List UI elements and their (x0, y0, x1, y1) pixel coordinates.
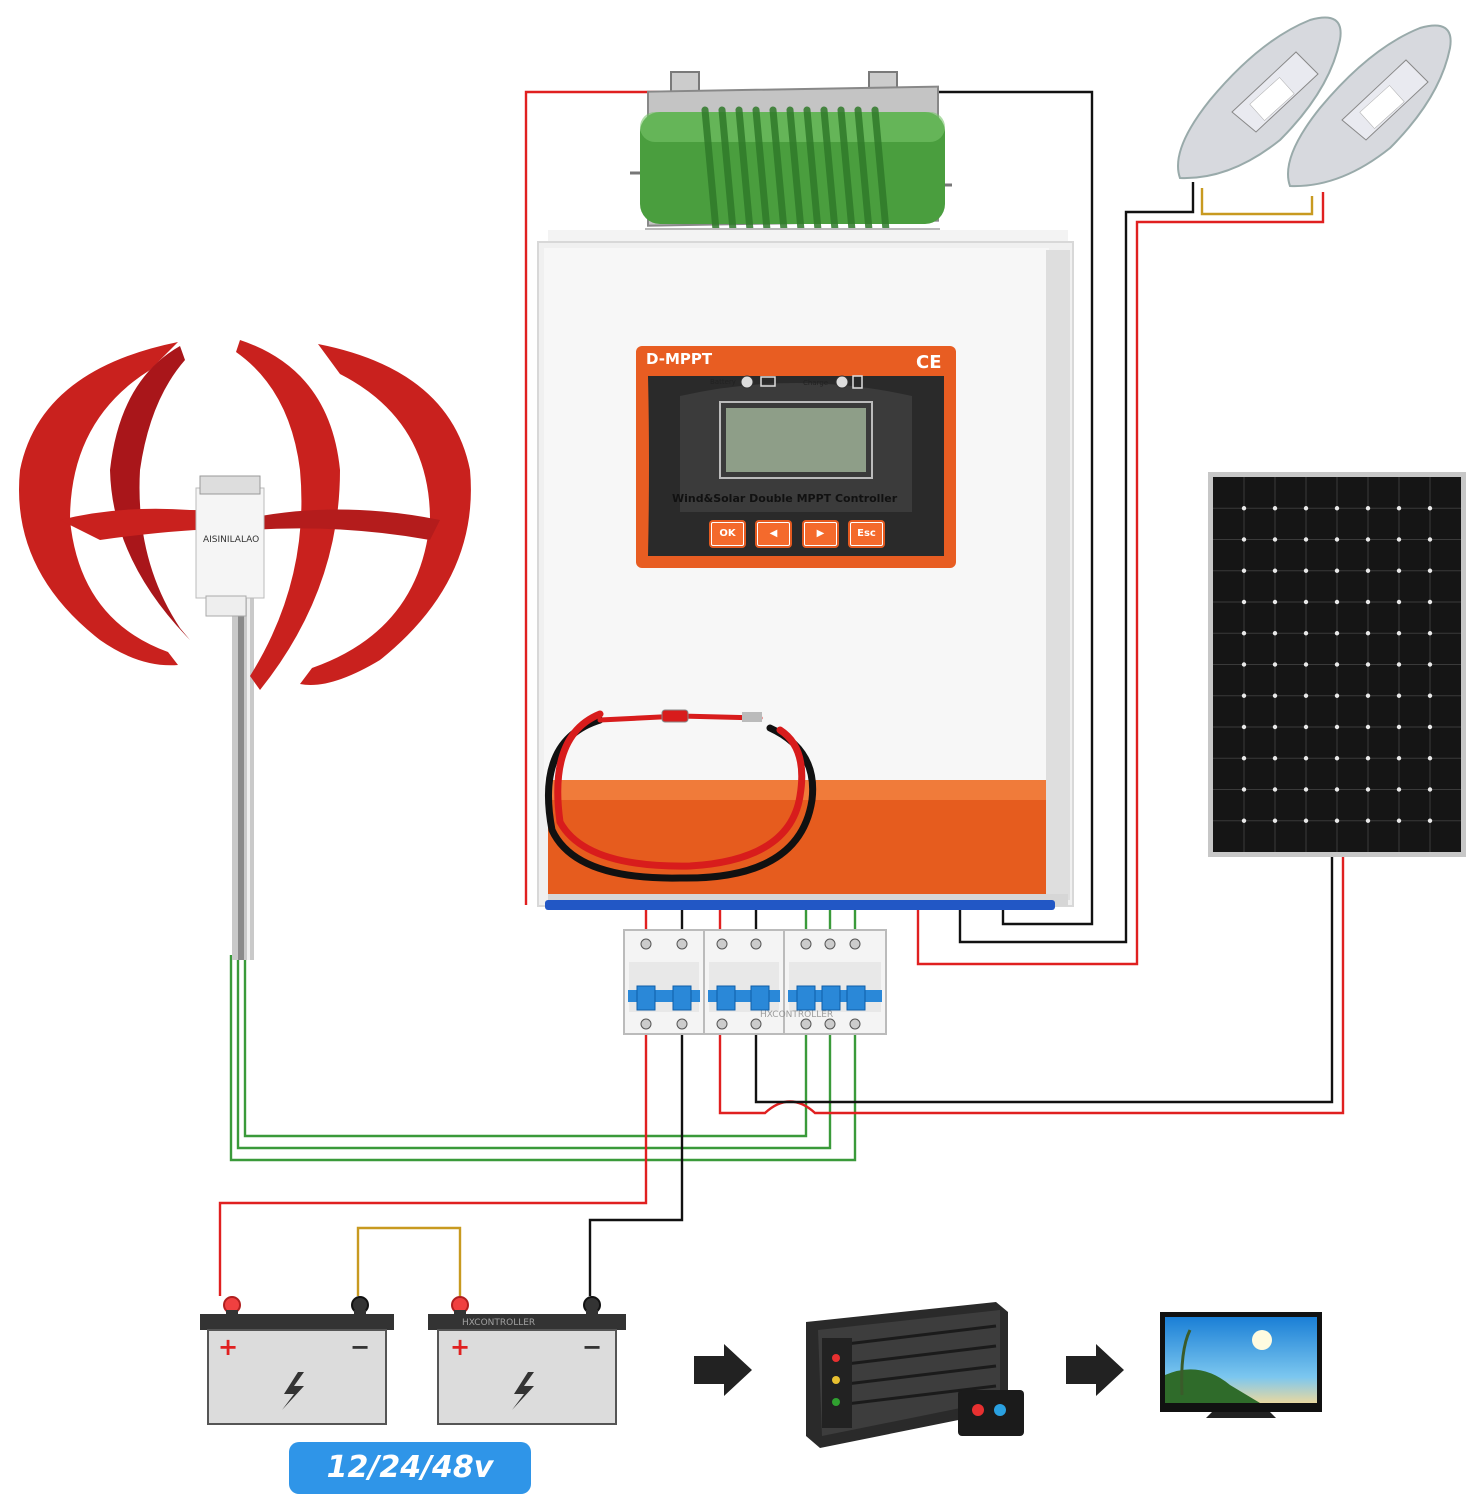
street-lamp-icon (1177, 16, 1342, 180)
breaker-icon (623, 929, 705, 1035)
turbine-ac-wire-1 (243, 955, 808, 1138)
battery-voltage-badge: 12/24/48v (289, 1442, 531, 1494)
svg-text:+: + (218, 1333, 238, 1361)
street-lamp-icon (1287, 24, 1452, 188)
breaker-icon (703, 929, 785, 1035)
solar-negative-wire (754, 856, 1334, 1104)
lamp-positive-wire (916, 192, 1325, 966)
wind-turbine-icon (19, 340, 471, 960)
dump-load-positive-wire (524, 90, 690, 905)
lamp-negative-wire (958, 182, 1195, 944)
turbine-ac-wire-2 (236, 955, 832, 1150)
charge-indicator-label: Charge (803, 379, 829, 387)
tv-icon (1160, 1312, 1322, 1418)
arrow-right-icon (694, 1344, 752, 1396)
battery-indicator-label: Battery (710, 378, 736, 386)
ce-mark: CE (916, 352, 942, 373)
watermark-battery: HXCONTROLLER (462, 1318, 536, 1328)
battery-negative-wire (588, 1030, 684, 1296)
ok-button[interactable]: OK (711, 522, 744, 546)
controller-body (537, 230, 1074, 910)
svg-text:+: + (450, 1333, 470, 1361)
battery-icon: + − (200, 1296, 394, 1425)
controller-cables-icon (545, 709, 817, 882)
dump-load-negative-wire (885, 90, 1094, 926)
battery-icon: + − (428, 1296, 626, 1425)
solar-panel-icon (1208, 472, 1466, 857)
esc-button[interactable]: Esc (850, 522, 883, 546)
watermark-breakers: HXCONTROLLER (760, 1010, 834, 1020)
battery-positive-wire (218, 1030, 648, 1296)
turbine-ac-wire-3 (229, 955, 857, 1162)
svg-text:−: − (350, 1333, 370, 1361)
wires (218, 90, 1345, 1296)
turbine-brand: AISINILALAO (203, 535, 260, 545)
right-button[interactable]: ▶ (804, 522, 837, 546)
battery-link-wire (356, 1226, 462, 1296)
lamp-link-wire (1200, 188, 1314, 216)
dump-load-resistor-icon (630, 71, 952, 240)
controller-name: Wind&Solar Double MPPT Controller (672, 492, 898, 505)
controller-faceplate (636, 346, 956, 568)
inverter-icon (806, 1302, 1024, 1448)
controller-model: D-MPPT (646, 350, 713, 368)
svg-text:−: − (582, 1333, 602, 1361)
arrow-right-icon (1066, 1344, 1124, 1396)
breaker-group (623, 929, 887, 1035)
left-button[interactable]: ◀ (757, 522, 790, 546)
breaker-icon (783, 929, 887, 1035)
